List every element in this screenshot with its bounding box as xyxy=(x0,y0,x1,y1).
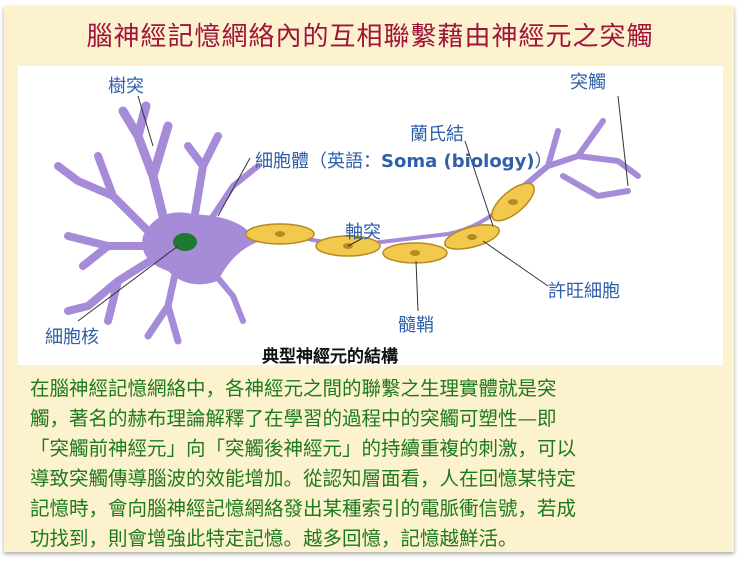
label-node-of-ranvier: 蘭氏結 xyxy=(410,124,464,145)
slide-title: 腦神經記憶網絡內的互相聯繫藉由神經元之突觸 xyxy=(86,22,654,52)
label-soma-en: Soma (biology) xyxy=(381,151,535,172)
label-soma-close: ） xyxy=(534,151,553,172)
body-line: 功找到，則會增強此特定記憶。越多回憶，記憶越鮮活。 xyxy=(30,527,518,550)
label-schwann-cell: 許旺細胞 xyxy=(548,281,620,302)
body-line: 導致突觸傳導腦波的效能增加。從認知層面看，人在回憶某特定 xyxy=(30,467,577,490)
label-soma-zh: 細胞體（英語： xyxy=(255,151,381,172)
body-line: 在腦神經記憶網絡中，各神經元之間的聯繫之生理實體就是突 xyxy=(30,377,557,400)
label-nucleus: 細胞核 xyxy=(45,327,99,348)
neuron-diagram: 樹突 突觸 蘭氏結 細胞體（英語：Soma (biology)） 軸突 許旺細胞… xyxy=(18,66,723,365)
neuron-illustration xyxy=(54,95,641,345)
body-line: 觸，著名的赫布理論解釋了在學習的過程中的突觸可塑性—即 xyxy=(30,407,557,430)
leader-lines xyxy=(77,95,629,322)
nucleus xyxy=(173,233,197,251)
soma xyxy=(142,212,258,285)
label-synapse: 突觸 xyxy=(570,72,606,93)
body-line: 「突觸前神經元」向「突觸後神經元」的持續重複的刺激，可以 xyxy=(30,437,577,460)
label-dendrite: 樹突 xyxy=(108,76,144,97)
label-myelin: 髓鞘 xyxy=(398,315,434,336)
label-axon: 軸突 xyxy=(345,222,381,243)
label-soma: 細胞體（英語：Soma (biology)） xyxy=(255,147,553,173)
diagram-caption: 典型神經元的結構 xyxy=(262,347,398,367)
body-line: 記憶時，會向腦神經記憶網絡發出某種索引的電脈衝信號，若成 xyxy=(30,497,577,520)
body-paragraph: 在腦神經記憶網絡中，各神經元之間的聯繫之生理實體就是突 觸，著名的赫布理論解釋了… xyxy=(30,374,576,554)
